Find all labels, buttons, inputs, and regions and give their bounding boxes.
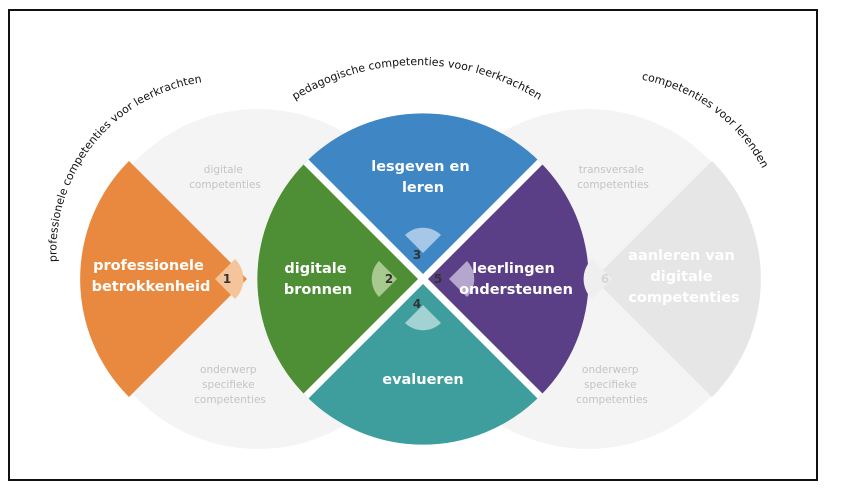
area-1-badge <box>215 259 244 299</box>
area-6-sector <box>594 161 761 397</box>
left-top-note: digitale competenties <box>189 164 261 191</box>
left-bottom-note: onderwerp specifieke competenties <box>194 364 266 406</box>
area-5-number: 5 <box>434 272 442 286</box>
area-4-number: 4 <box>413 297 421 311</box>
diagram-frame: professionele competenties voor leerkrac… <box>8 9 818 481</box>
area-1-sector <box>80 161 247 397</box>
area-6-number: 6 <box>601 272 609 286</box>
area-4-label: evalueren <box>382 372 464 388</box>
competence-diagram: professionele competenties voor leerkrac… <box>46 55 771 449</box>
area-5-label: leerlingen ondersteunen <box>459 261 573 298</box>
area-2-label: digitale bronnen <box>284 261 352 298</box>
area-3-label: lesgeven en leren <box>371 159 475 196</box>
area-6-label: aanleren van digitale competenties <box>628 248 740 306</box>
area-3-number: 3 <box>413 248 421 262</box>
area-5-sector <box>423 162 589 396</box>
area-2-number: 2 <box>385 272 393 286</box>
area-4-sector <box>306 279 540 445</box>
area-3-sector <box>306 113 540 279</box>
area-4-badge <box>405 305 441 331</box>
right-bottom-note: onderwerp specifieke competenties <box>576 364 648 406</box>
area-1-number: 1 <box>223 272 231 286</box>
right-top-note: transversale competenties <box>577 164 649 191</box>
area-6-badge <box>583 259 612 299</box>
area-2-badge <box>371 261 397 297</box>
area-2-sector <box>257 162 423 396</box>
area-1-label: professionele betrokkenheid <box>92 258 211 295</box>
arc-label-middle: pedagogische competenties voor leerkrach… <box>290 55 545 103</box>
area-3-badge <box>405 227 441 253</box>
area-5-badge <box>449 261 475 297</box>
